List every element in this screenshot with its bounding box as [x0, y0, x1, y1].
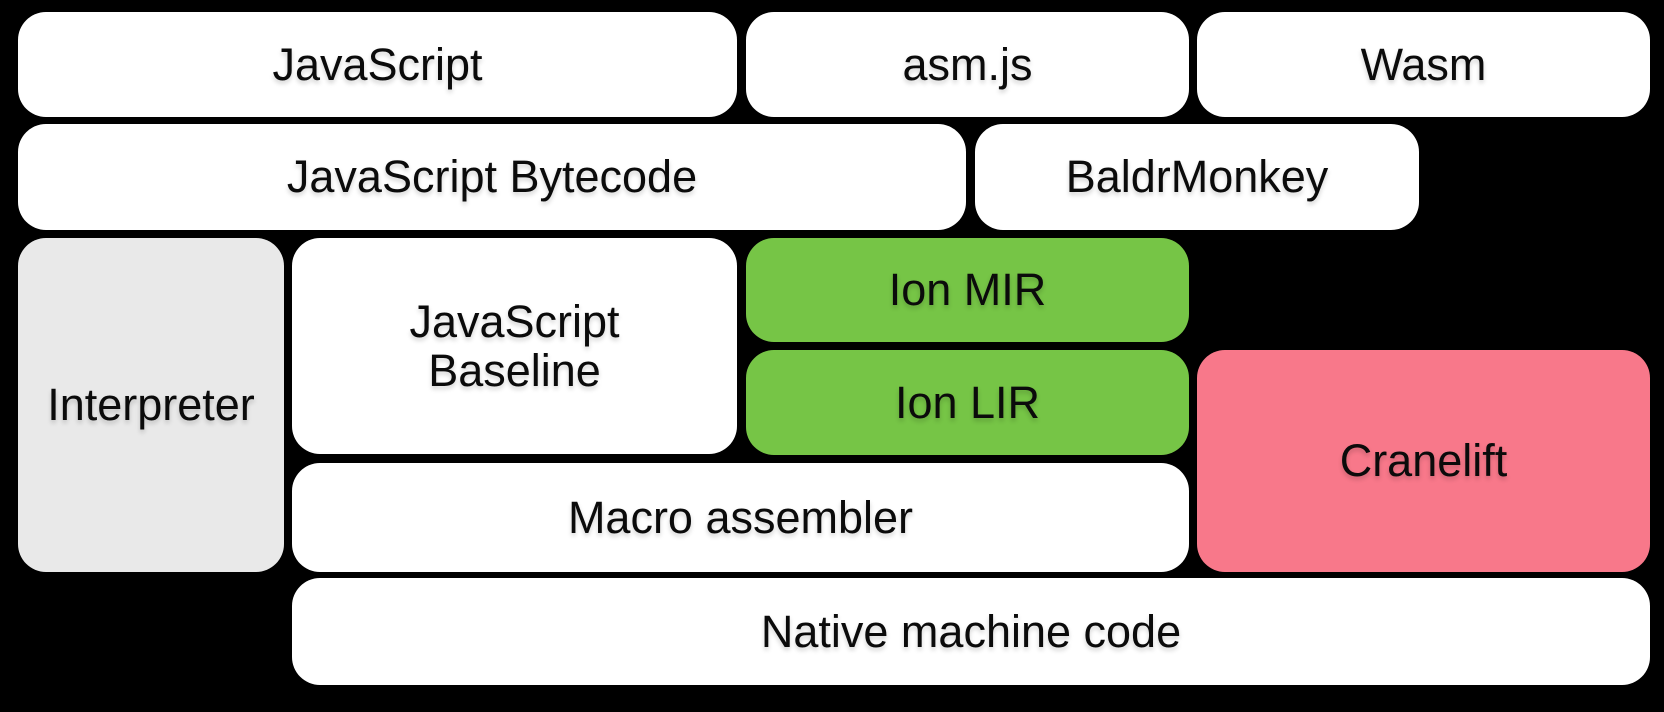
node-wasm-label: Wasm	[1360, 38, 1487, 90]
node-macro-assembler: Macro assembler	[292, 463, 1189, 572]
node-ion-mir-label: Ion MIR	[888, 264, 1047, 316]
node-asmjs-label: asm.js	[902, 38, 1033, 90]
node-javascript-label: JavaScript	[272, 38, 483, 90]
node-macro-assembler-label: Macro assembler	[567, 491, 914, 543]
node-native-machine-code: Native machine code	[292, 578, 1650, 685]
node-javascript-baseline-label: JavaScript Baseline	[409, 295, 620, 396]
node-baldrmonkey: BaldrMonkey	[975, 124, 1419, 230]
node-ion-lir: Ion LIR	[746, 350, 1189, 455]
node-wasm: Wasm	[1197, 12, 1650, 117]
node-native-machine-code-label: Native machine code	[760, 605, 1182, 657]
node-javascript: JavaScript	[18, 12, 737, 117]
node-javascript-baseline: JavaScript Baseline	[292, 238, 737, 454]
node-interpreter-label: Interpreter	[47, 379, 255, 431]
node-ion-mir: Ion MIR	[746, 238, 1189, 342]
node-baldrmonkey-label: BaldrMonkey	[1065, 151, 1329, 203]
node-javascript-bytecode-label: JavaScript Bytecode	[286, 151, 698, 203]
node-interpreter: Interpreter	[18, 238, 284, 572]
node-asmjs: asm.js	[746, 12, 1189, 117]
node-javascript-bytecode: JavaScript Bytecode	[18, 124, 966, 230]
node-ion-lir-label: Ion LIR	[894, 376, 1041, 428]
node-cranelift: Cranelift	[1197, 350, 1650, 572]
node-cranelift-label: Cranelift	[1339, 435, 1508, 487]
